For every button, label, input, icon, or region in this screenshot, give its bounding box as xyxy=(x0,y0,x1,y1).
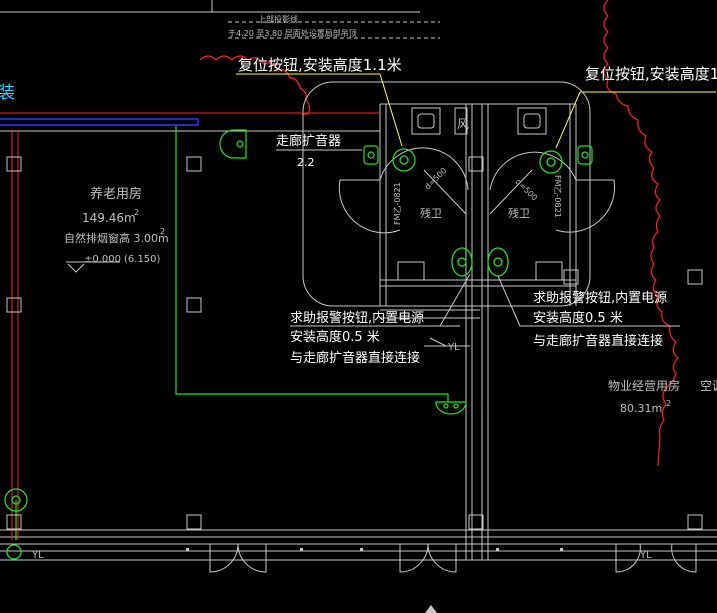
alarm-button-symbol-right[interactable] xyxy=(487,247,509,277)
corridor-speaker-label: 走廊扩音器 xyxy=(276,133,341,149)
structural-columns xyxy=(6,156,703,530)
wc-right-door-code: FM乙-0821 xyxy=(553,175,562,218)
reset-button-symbol-left[interactable] xyxy=(392,148,416,172)
left-edge-label: 装 xyxy=(0,83,15,103)
wc-left-dimension: d=500 xyxy=(423,166,449,192)
room-right-edge-label: 空调 xyxy=(700,379,717,393)
blue-cable-tray xyxy=(0,118,198,126)
room-right-name: 物业经营用房 xyxy=(608,378,680,393)
reset-button-symbol-right[interactable] xyxy=(539,150,563,174)
wc-left-name: 残卫 xyxy=(420,206,442,220)
wc-right-name: 残卫 xyxy=(508,206,530,220)
top-annotations: 上部投影线 于4.20 至3.80 层面处设置局部吊顶 xyxy=(0,0,440,39)
speaker-symbol-top-left[interactable] xyxy=(219,129,247,159)
top-note-ceiling: 于4.20 至3.80 层面处设置局部吊顶 xyxy=(228,28,357,38)
reset-button-label-left: 复位按钮,安装高度1.1米 xyxy=(238,56,402,74)
corridor-speaker-value: 2.2 xyxy=(297,156,315,169)
corridor-speaker-symbol-left[interactable] xyxy=(363,145,379,165)
device-symbol-bottom-left[interactable] xyxy=(4,488,28,512)
alarm-label-right-line3: 与走廊扩音器直接连接 xyxy=(533,333,663,349)
yl-label-3: YL xyxy=(639,550,652,561)
alarm-label-left-line3: 与走廊扩音器直接连接 xyxy=(290,350,420,366)
section-marker xyxy=(425,605,437,613)
corridor-speaker-symbol-right[interactable] xyxy=(577,145,593,165)
green-cable-route xyxy=(175,126,449,402)
room-left-elevation-2: (6.150) xyxy=(124,254,161,265)
vent-shaft-label: 风 xyxy=(457,117,469,131)
speaker-symbol-bottom[interactable] xyxy=(435,401,467,415)
door-swings xyxy=(338,147,616,234)
bottom-wall-markers xyxy=(186,548,563,551)
revision-cloud-right xyxy=(603,0,679,467)
alarm-label-left-line1: 求助报警按钮,内置电源 xyxy=(290,310,424,326)
alarm-leaders xyxy=(290,273,680,347)
room-left-name: 养老用房 xyxy=(90,186,142,202)
wc-left-door-code: FM乙-0821 xyxy=(393,182,402,225)
alarm-button-symbol-left[interactable] xyxy=(451,247,473,277)
room-left-vent-sup: 2 xyxy=(160,227,165,236)
alarm-label-left-line2: 安装高度0.5 米 xyxy=(290,329,380,345)
room-left-area-sup: 2 xyxy=(134,208,139,217)
wc-right-dimension: d=500 xyxy=(514,177,540,203)
room-left-elevation: ±0.000 xyxy=(84,254,121,265)
top-note-projection: 上部投影线 xyxy=(258,14,298,24)
bottom-doors xyxy=(209,543,697,573)
room-left-area: 149.46m xyxy=(82,211,136,225)
revision-cloud-top xyxy=(199,55,311,115)
reset-button-label-right: 复位按钮,安装高度1.1米 xyxy=(585,65,717,83)
yl-label-2: YL xyxy=(31,550,44,561)
room-right-area: 80.31m xyxy=(620,402,662,415)
room-right-area-sup: 2 xyxy=(666,399,671,408)
device-symbol-bottom-left-2[interactable] xyxy=(6,544,22,560)
sanitary-fixtures xyxy=(397,107,563,281)
red-wall-left xyxy=(0,112,380,540)
room-left-vent: 自然排烟窗高 3.00m xyxy=(64,231,169,245)
alarm-label-right-line2: 安装高度0.5 米 xyxy=(533,310,623,326)
yl-label-1: YL xyxy=(447,342,460,353)
alarm-label-right-line1: 求助报警按钮,内置电源 xyxy=(533,290,667,306)
yellow-leaders xyxy=(236,73,716,149)
